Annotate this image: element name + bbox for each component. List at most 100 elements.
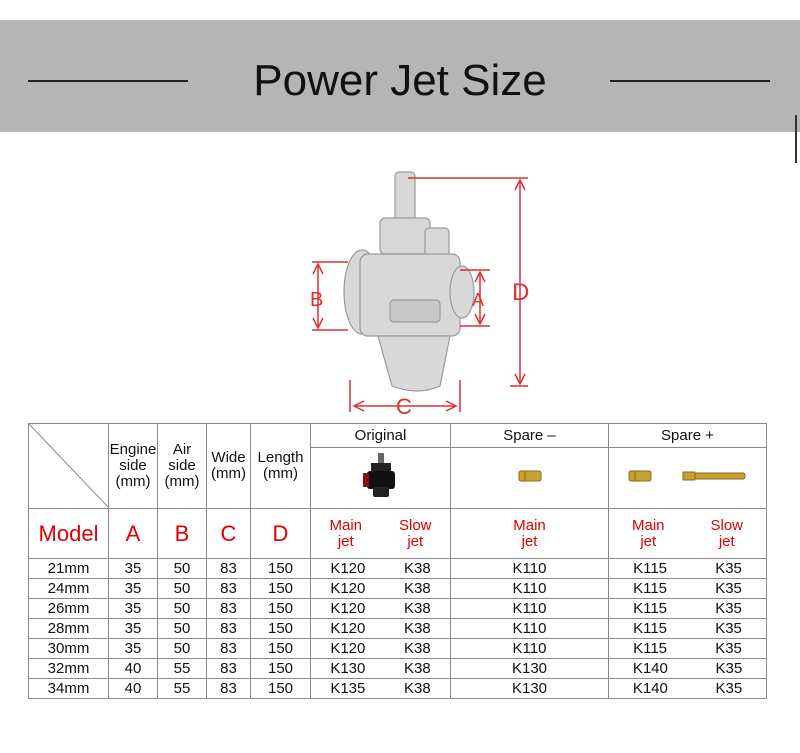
brass-jets-pair-icon [628, 470, 745, 482]
cell-spare_plus_main: K115 [633, 579, 668, 597]
header-engine-l3: (mm) [115, 473, 151, 490]
cell-orig_main: K130 [330, 659, 366, 677]
cell-spare_plus_main: K115 [633, 639, 668, 657]
slow-l1: Slow [398, 516, 432, 534]
cell-orig_slow: K38 [403, 599, 431, 617]
subheader-spare-minus-jet: Main jet [450, 508, 609, 559]
cell-model: 21mm [28, 558, 109, 579]
label-d: D [512, 279, 529, 306]
cell-model: 34mm [28, 678, 109, 699]
slow-l2: jet [407, 532, 424, 550]
cell-c: 83 [206, 578, 251, 599]
cell-c: 83 [206, 678, 251, 699]
sp-slow-l1: Slow [710, 516, 743, 534]
spare-minus-main-l1: Main [513, 516, 546, 534]
sp-slow-l2: jet [718, 532, 735, 550]
cell-a: 35 [108, 618, 158, 639]
cell-spare-plus-jets: K115 K35 [608, 558, 767, 579]
subheader-b: B [157, 508, 207, 559]
cell-original-jets-pair: K120 K38 [311, 639, 450, 657]
cell-orig_main: K120 [330, 639, 366, 657]
header-wide-l2: (mm) [211, 465, 246, 482]
cell-orig_main: K135 [330, 679, 366, 697]
subheader-model: Model [28, 508, 109, 559]
header-air-l3: (mm) [164, 473, 200, 490]
banner-line-right [610, 80, 770, 82]
brass-jet-icon [518, 470, 541, 482]
jet-size-table: Engine side (mm) Air side (mm) Wide (mm)… [28, 422, 767, 699]
original-carburetor-image-cell [310, 447, 451, 509]
cell-spare_minus_main: K130 [450, 658, 609, 679]
cell-original-jets-pair: K120 K38 [311, 619, 450, 637]
banner-line-left [28, 80, 188, 82]
cell-d: 150 [250, 618, 311, 639]
header-length: Length (mm) [250, 423, 311, 509]
subheader-c: C [206, 508, 251, 559]
cell-c: 83 [206, 618, 251, 639]
title-banner: Power Jet Size [0, 20, 800, 132]
label-b: B [310, 289, 323, 311]
cell-d: 150 [250, 638, 311, 659]
cell-b: 50 [157, 638, 207, 659]
header-engine-l2: side [119, 457, 147, 474]
cell-spare-plus-jets-pair: K115 K35 [609, 559, 766, 577]
cell-spare_plus_slow: K35 [715, 599, 742, 617]
cell-a: 40 [108, 678, 158, 699]
cell-spare_plus_main: K115 [633, 559, 668, 577]
header-spare-plus: Spare + [608, 422, 767, 449]
cell-model: 28mm [28, 618, 109, 639]
spare-plus-jet-image-cell [608, 447, 767, 509]
cell-orig_slow: K38 [403, 619, 431, 637]
cell-d: 150 [250, 678, 311, 699]
cell-orig_slow: K38 [403, 559, 431, 577]
cell-spare_plus_main: K140 [632, 679, 668, 697]
header-wide-l1: Wide [211, 449, 246, 466]
carburetor-dimension-diagram: D A B C [310, 171, 529, 419]
cell-orig_slow: K38 [403, 579, 431, 597]
sp-main-l1: Main [631, 516, 665, 534]
cell-spare_plus_slow: K35 [715, 559, 742, 577]
cell-spare_minus_main: K110 [450, 578, 609, 599]
cell-model: 26mm [28, 598, 109, 619]
cell-original-jets: K120 K38 [310, 598, 451, 619]
dimension-lines [312, 177, 528, 412]
cell-spare_plus_slow: K35 [715, 639, 742, 657]
cell-b: 55 [157, 658, 207, 679]
cell-model: 32mm [28, 658, 109, 679]
cell-a: 35 [108, 578, 158, 599]
cell-model: 24mm [28, 578, 109, 599]
header-engine-side: Engine side (mm) [108, 423, 158, 509]
header-air-side: Air side (mm) [157, 423, 207, 509]
cell-spare_plus_main: K140 [632, 659, 668, 677]
cell-orig_main: K120 [330, 619, 366, 637]
cell-orig_slow: K38 [403, 639, 431, 657]
header-air-l2: side [168, 457, 196, 474]
cell-orig_main: K120 [330, 599, 366, 617]
cell-d: 150 [250, 578, 311, 599]
cell-spare_minus_main: K110 [450, 638, 609, 659]
sp-main-l2: jet [640, 532, 657, 550]
